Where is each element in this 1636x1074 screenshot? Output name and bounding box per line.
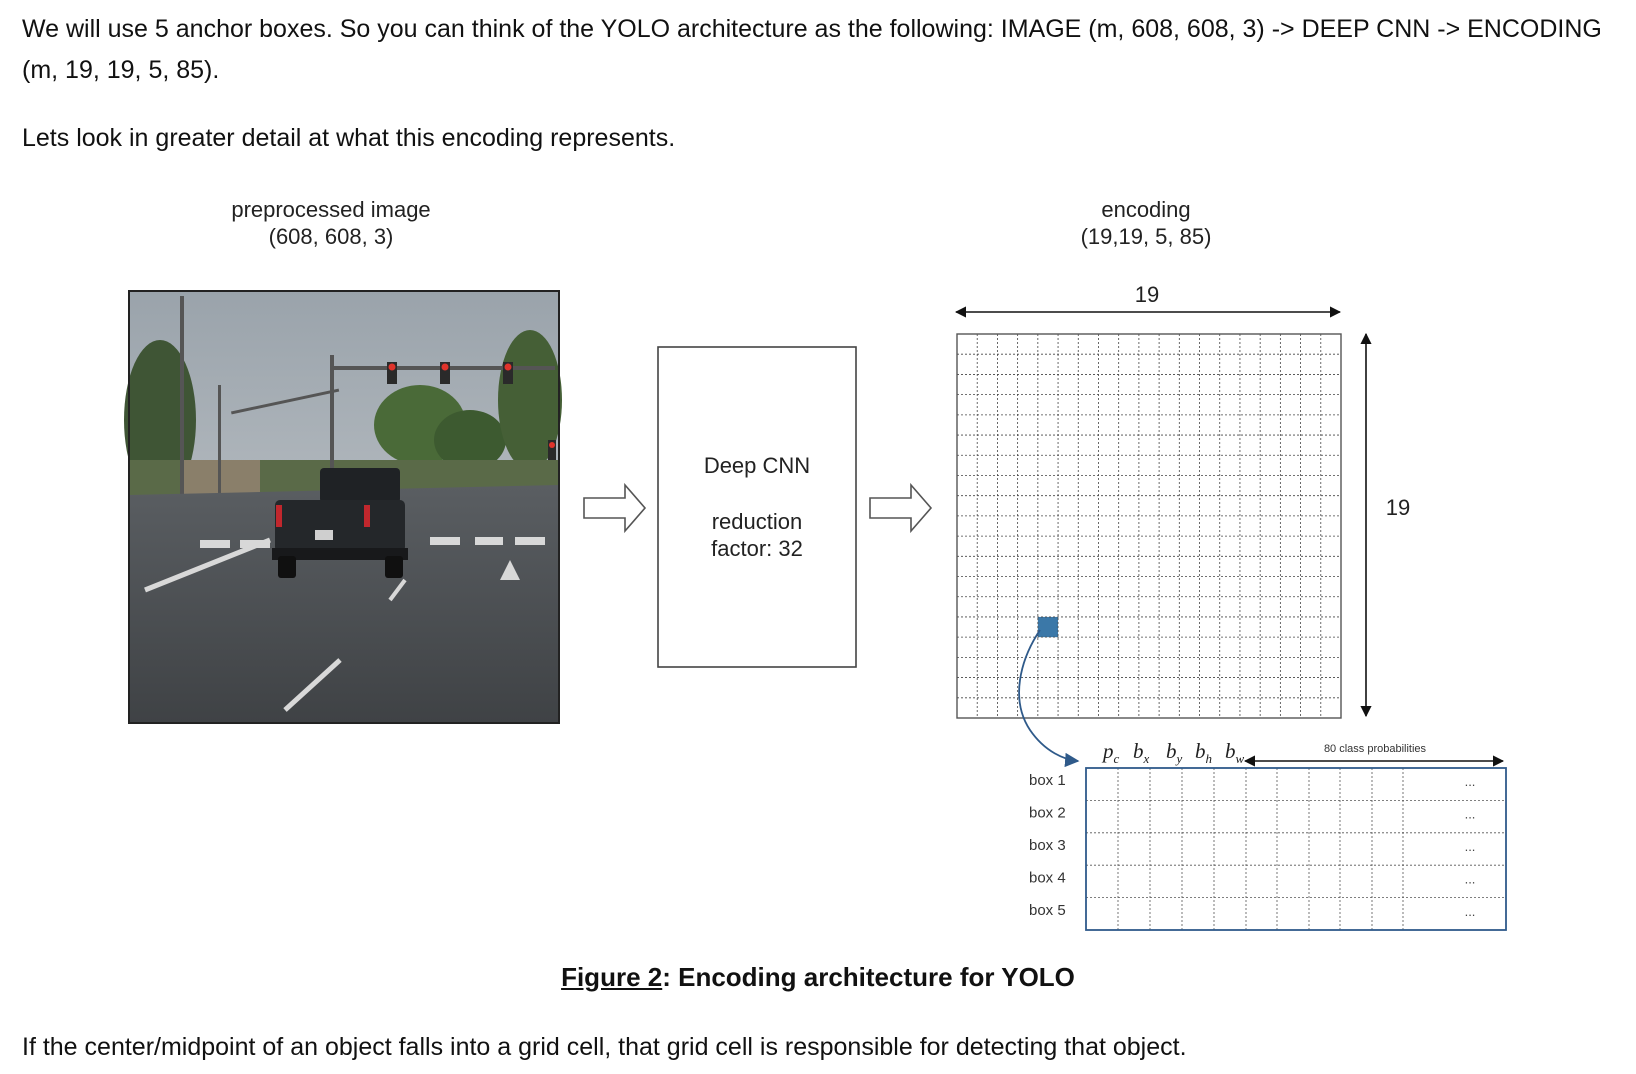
table-row-ellipsis: ... bbox=[1465, 807, 1476, 822]
cnn-reduction-line2: factor: 32 bbox=[711, 536, 803, 561]
output-shape: (19,19, 5, 85) bbox=[1081, 224, 1212, 249]
figure-number: Figure 2 bbox=[561, 962, 663, 992]
table-row-ellipsis: ... bbox=[1465, 871, 1476, 886]
arrow-image-to-cnn bbox=[583, 482, 647, 534]
input-shape: (608, 608, 3) bbox=[269, 224, 394, 249]
input-label: preprocessed image bbox=[231, 197, 430, 222]
box-row-label: box 3 bbox=[1029, 837, 1066, 854]
box-row-label: box 5 bbox=[1029, 902, 1066, 919]
cnn-reduction-line1: reduction bbox=[712, 509, 803, 534]
cnn-title: Deep CNN bbox=[704, 453, 810, 478]
table-border bbox=[1085, 767, 1507, 931]
anchor-box-table: ............... bbox=[1085, 767, 1507, 931]
box-row-label: box 1 bbox=[1029, 772, 1066, 789]
param-header-bx: bx bbox=[1133, 739, 1150, 766]
table-row-ellipsis: ... bbox=[1465, 839, 1476, 854]
class-prob-label: 80 class probabilities bbox=[1324, 743, 1427, 755]
grid-height-label: 19 bbox=[1386, 495, 1410, 520]
conclusion-paragraph: If the center/midpoint of an object fall… bbox=[22, 1033, 1187, 1061]
intro-paragraph: We will use 5 anchor boxes. So you can t… bbox=[22, 15, 1602, 84]
encoding-grid bbox=[956, 333, 1342, 719]
street-photo bbox=[124, 290, 562, 724]
box-row-label: box 4 bbox=[1029, 869, 1066, 886]
grid-border bbox=[956, 333, 1342, 719]
cell-to-table-pointer bbox=[1018, 629, 1080, 768]
table-row-ellipsis: ... bbox=[1465, 774, 1476, 789]
table-row-ellipsis: ... bbox=[1465, 904, 1476, 919]
param-header-bw: bw bbox=[1225, 739, 1245, 766]
deep-cnn-box bbox=[657, 346, 857, 668]
param-header-pc: pc bbox=[1101, 739, 1120, 766]
box-labels: box 1 box 2 box 3 box 4 box 5 bbox=[1029, 772, 1066, 919]
detail-paragraph: Lets look in greater detail at what this… bbox=[22, 124, 676, 152]
box-row-label: box 2 bbox=[1029, 805, 1066, 822]
figure-caption-text: : Encoding architecture for YOLO bbox=[662, 962, 1075, 992]
grid-width-label: 19 bbox=[1135, 282, 1159, 307]
arrow-cnn-to-encoding bbox=[869, 482, 933, 534]
figure-caption: Figure 2: Encoding architecture for YOLO bbox=[0, 962, 1636, 993]
param-header-by: by bbox=[1166, 739, 1183, 766]
param-header-bh: bh bbox=[1195, 739, 1212, 766]
highlighted-grid-cell bbox=[1037, 616, 1059, 638]
output-label: encoding bbox=[1101, 197, 1190, 222]
